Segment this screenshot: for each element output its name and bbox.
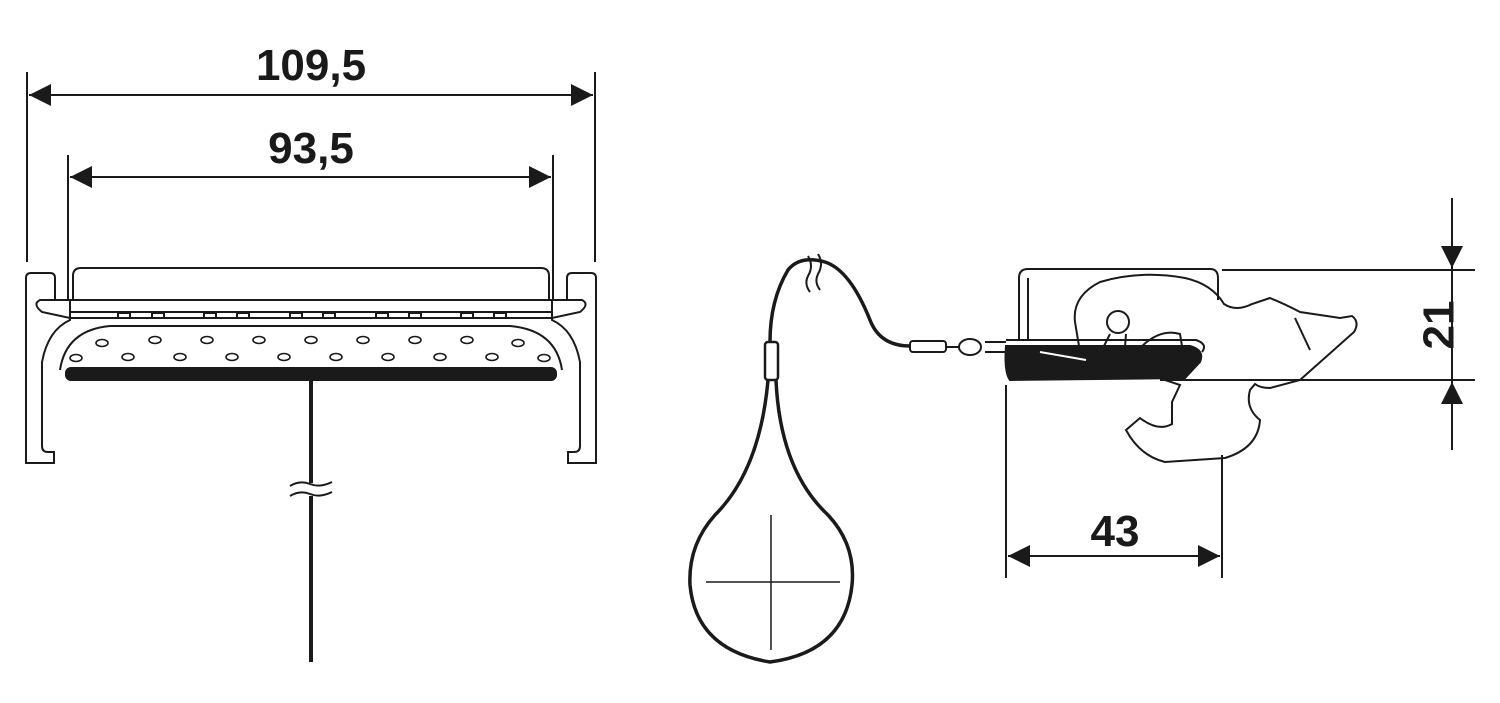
hole — [485, 352, 499, 362]
slot — [408, 312, 422, 319]
slot — [493, 312, 507, 319]
latch-detail — [1294, 317, 1311, 351]
hole — [225, 352, 239, 362]
hole — [200, 335, 214, 345]
cable-loop — [688, 379, 855, 664]
body-main — [35, 299, 587, 319]
dimension-depth: 43 — [1091, 507, 1140, 556]
latch-lever — [1073, 273, 1358, 464]
cover-top — [72, 267, 550, 300]
bracket-right — [551, 272, 597, 464]
cable-eyelet — [958, 338, 982, 356]
front-view — [25, 72, 597, 662]
loop-crimp — [763, 340, 780, 382]
side-view — [688, 198, 1475, 664]
slot-row — [117, 312, 507, 319]
hole — [329, 352, 343, 362]
hole — [381, 352, 395, 362]
slot — [236, 312, 250, 319]
cable-crimp — [909, 340, 947, 353]
latch-pivot — [1106, 310, 1130, 334]
hole — [460, 335, 474, 345]
base-top — [1006, 339, 1205, 353]
hole — [408, 335, 422, 345]
hole — [173, 352, 187, 362]
slot — [322, 312, 336, 319]
slot — [289, 312, 303, 319]
cable-break — [805, 255, 812, 293]
base-line — [1039, 351, 1087, 361]
bracket-left — [25, 272, 71, 464]
hole — [356, 335, 370, 345]
hole — [148, 335, 162, 345]
latch-hook — [1139, 331, 1183, 349]
break-symbol — [289, 491, 333, 497]
cable — [768, 258, 911, 348]
hole — [252, 335, 266, 345]
hole — [121, 352, 135, 362]
hole — [95, 338, 109, 348]
hole — [511, 338, 525, 348]
hole-pattern — [69, 335, 551, 363]
housing-cover — [1018, 268, 1219, 340]
dimension-inner-width: 93,5 — [268, 124, 354, 173]
dimension-height: 21 — [1415, 301, 1464, 350]
hole — [277, 352, 291, 362]
hole — [433, 352, 447, 362]
break-symbol — [289, 481, 333, 487]
body-curve — [59, 325, 563, 371]
slot — [117, 312, 131, 319]
hole — [69, 353, 83, 363]
cable-break — [815, 253, 822, 291]
slot — [375, 312, 389, 319]
seal-strip — [65, 367, 557, 381]
hole — [537, 353, 551, 363]
dimension-overall-width: 109,5 — [256, 41, 366, 90]
hole — [304, 335, 318, 345]
slot — [460, 312, 474, 319]
base-seal — [1004, 345, 1203, 382]
slot — [203, 312, 217, 319]
slot — [151, 312, 165, 319]
